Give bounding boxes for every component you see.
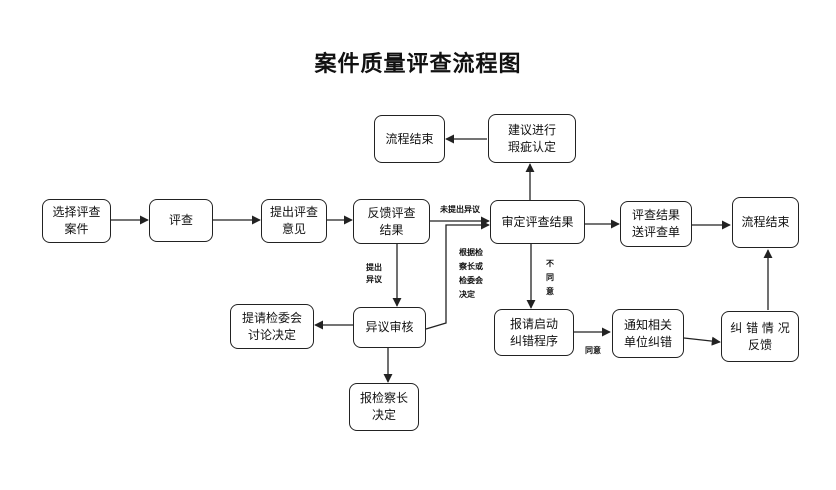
label-raise-objection: 提出 异议 — [366, 263, 382, 284]
node-finalize-result: 审定评查结果 — [490, 200, 585, 244]
diagram-title: 案件质量评查流程图 — [314, 52, 522, 77]
node-notify-unit: 通知相关 单位纠错 — [612, 309, 684, 358]
node-committee: 提请检委会 讨论决定 — [230, 304, 314, 349]
node-chief-decision: 报检察长 决定 — [349, 383, 419, 431]
node-correct-feedback: 纠 错 情 况 反馈 — [721, 311, 799, 362]
label-disagree: 不 同 意 — [546, 259, 554, 296]
label-agree: 同意 — [585, 346, 601, 355]
node-end-right: 流程结束 — [732, 197, 799, 248]
node-review: 评查 — [149, 199, 213, 242]
node-suggest-flaw: 建议进行 瑕疵认定 — [488, 114, 576, 163]
label-decision-basis: 根据检 察长或 检委会 决定 — [459, 248, 483, 299]
node-feedback-result: 反馈评查 结果 — [353, 199, 430, 244]
label-no-objection: 未提出异议 — [440, 205, 480, 214]
node-end-top: 流程结束 — [374, 115, 445, 163]
node-objection-review: 异议审核 — [353, 307, 426, 348]
node-propose-opinion: 提出评查 意见 — [261, 199, 327, 243]
arrow-notify-to-feedback — [683, 336, 721, 346]
node-select-case: 选择评查 案件 — [42, 199, 111, 243]
arrow-objection-to-finalize — [425, 220, 490, 330]
node-correct-start: 报请启动 纠错程序 — [494, 309, 574, 356]
node-send-result: 评查结果 送评查单 — [620, 201, 692, 247]
